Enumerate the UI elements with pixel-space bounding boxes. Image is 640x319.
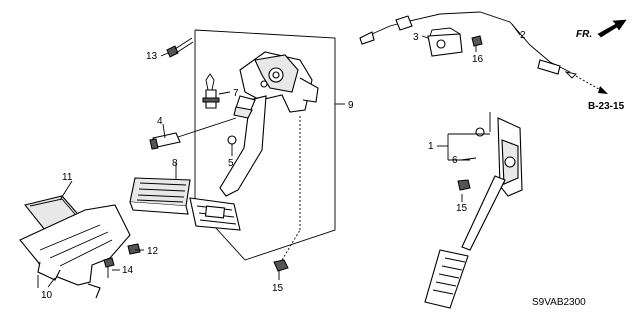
callout-13: 13 <box>146 51 158 62</box>
callout-15-accel: 15 <box>456 203 468 214</box>
clip-5 <box>227 135 237 150</box>
callout-9: 9 <box>348 100 354 111</box>
diagram-code: S9VAB2300 <box>532 297 586 308</box>
callout-3: 3 <box>413 32 419 43</box>
callout-15-brake: 15 <box>272 283 284 294</box>
bolt-13 <box>166 37 194 58</box>
callout-16: 16 <box>472 54 484 65</box>
callout-14: 14 <box>122 265 134 276</box>
clip-6 <box>475 127 485 137</box>
callout-labels: 13 7 4 5 8 9 11 12 14 10 15 3 16 2 1 6 1… <box>41 30 526 301</box>
brake-pedal-pad <box>189 197 241 231</box>
reference-label: B-23-15 <box>588 101 625 112</box>
position-switch <box>202 73 220 109</box>
throttle-cable-2 <box>359 11 608 94</box>
pedal-assembly-box <box>194 29 345 261</box>
nut-15a <box>273 115 301 272</box>
nut-15b <box>457 179 471 191</box>
stop-switch <box>149 117 237 150</box>
pedal-guard-bracket <box>19 204 131 299</box>
callout-1: 1 <box>428 141 434 152</box>
front-direction-marker: FR. <box>576 19 627 40</box>
pedal-rubber-pad <box>129 177 191 215</box>
callout-6: 6 <box>452 155 458 166</box>
callout-5: 5 <box>228 158 234 169</box>
nut-12 <box>127 243 141 255</box>
cable-bracket-3 <box>427 27 463 57</box>
callout-8: 8 <box>172 158 178 169</box>
bolt-16 <box>471 35 483 47</box>
brake-pedal-arm <box>219 95 267 197</box>
callout-4: 4 <box>157 116 163 127</box>
brake-pedal-bracket <box>239 51 319 113</box>
front-arrow-icon <box>597 19 627 38</box>
front-marker-label: FR. <box>576 29 592 40</box>
bolt-14 <box>103 257 115 278</box>
leader-lines <box>47 23 521 288</box>
callout-11: 11 <box>62 172 73 183</box>
callout-2: 2 <box>520 30 526 41</box>
callout-7: 7 <box>233 88 239 99</box>
callout-12: 12 <box>147 246 159 257</box>
accelerator-pedal-1 <box>424 112 523 309</box>
callout-10: 10 <box>41 290 53 301</box>
